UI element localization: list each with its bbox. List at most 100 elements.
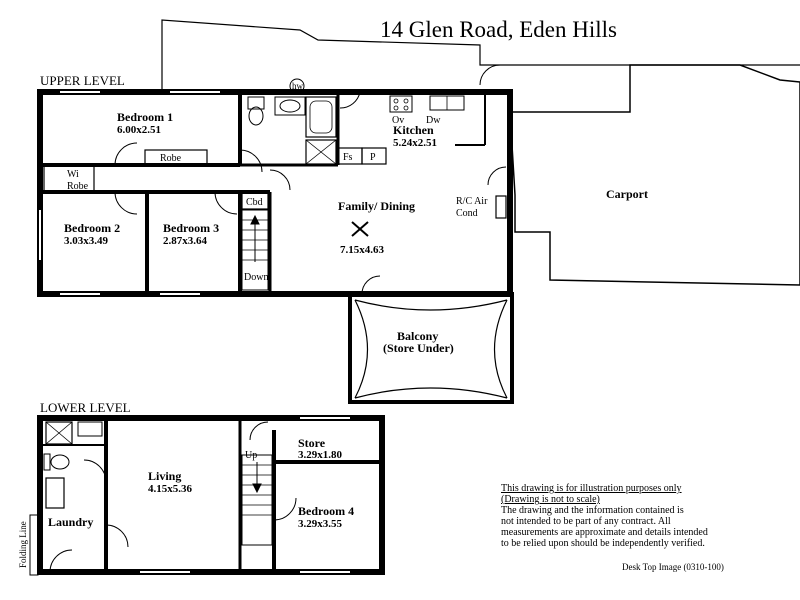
pantry-label: P	[370, 152, 376, 163]
folding-line-label: Folding Line	[18, 521, 28, 568]
door-arc-bed2	[114, 191, 138, 215]
balcony-curve-top	[354, 299, 508, 311]
aircon-label-1: R/C Air	[456, 196, 488, 207]
kitchen-size: 5.24x2.51	[393, 137, 437, 149]
folding-line-bar	[29, 514, 39, 576]
disclaimer-line-1: This drawing is for illustration purpose…	[501, 483, 682, 494]
door-arc-living	[105, 524, 129, 548]
robe-label: Robe	[160, 153, 182, 164]
toilet-bowl	[248, 106, 264, 126]
stair-arrow-head	[252, 483, 262, 494]
balcony-curve-right	[494, 299, 508, 399]
property-address: 14 Glen Road, Eden Hills	[380, 17, 617, 42]
stair-up-label: Up	[245, 450, 257, 461]
family-size: 7.15x4.63	[340, 244, 385, 256]
toilet-lower	[50, 454, 70, 470]
cbd-unit	[241, 192, 269, 210]
bedroom4-size: 3.29x3.55	[298, 518, 343, 530]
stair-arrow-head	[250, 214, 260, 225]
door-arc-bed4	[273, 497, 297, 521]
shower-lower	[45, 421, 73, 445]
fridge-label: Fs	[343, 152, 353, 163]
ceiling-fan-icon	[351, 221, 369, 237]
oven-label: Ov	[392, 115, 404, 126]
hw-tank	[289, 78, 305, 94]
entry-door-arc	[479, 64, 501, 86]
bedroom2-size: 3.03x3.49	[64, 235, 109, 247]
lower-level-label: LOWER LEVEL	[40, 400, 131, 415]
pantry	[361, 147, 387, 165]
door-arc-laundry-lower	[83, 459, 107, 483]
cbd-label: Cbd	[246, 197, 263, 208]
basin	[279, 99, 301, 113]
shower	[305, 139, 337, 165]
family-name: Family/ Dining	[338, 199, 415, 213]
toilet-lower-cistern	[43, 453, 51, 471]
bedroom4-name: Bedroom 4	[298, 504, 354, 518]
laundry-name: Laundry	[48, 515, 93, 529]
upper-level-plan	[37, 19, 800, 404]
carport-name: Carport	[606, 187, 648, 201]
boundary-line	[161, 19, 800, 90]
bath-tub-inner	[309, 100, 333, 134]
door-arc-family	[487, 166, 507, 186]
walk-in-label: Wi	[67, 169, 79, 180]
door-arc-external	[49, 549, 73, 573]
toilet	[247, 96, 265, 110]
bedroom3-size: 2.87x3.64	[163, 235, 208, 247]
balcony-name: Balcony	[397, 329, 438, 343]
door-arc-bed3	[214, 191, 238, 215]
disclaimer-line-2: (Drawing is not to scale)	[501, 494, 600, 505]
carport-outline	[509, 64, 800, 286]
dishwasher-label: Dw	[426, 115, 441, 126]
upper-outer-wall	[37, 89, 513, 297]
disclaimer-line-6: to be relied upon should be independentl…	[501, 538, 705, 549]
stair-lower	[241, 454, 273, 546]
door-arc-laundry	[339, 91, 361, 109]
store-size: 3.29x1.80	[298, 449, 343, 461]
disclaimer-line-4: not intended to be part of any contract.…	[501, 516, 671, 527]
door-arc-balcony	[361, 275, 381, 295]
bedroom3-name: Bedroom 3	[163, 221, 219, 235]
upper-level-label: UPPER LEVEL	[40, 73, 125, 88]
disclaimer-line-3: The drawing and the information containe…	[501, 505, 684, 516]
door-arc-hall	[269, 169, 291, 191]
store-name: Store	[298, 436, 326, 450]
hw-label: hw	[292, 81, 304, 91]
balcony-curve-left	[354, 299, 368, 399]
living-size: 4.15x5.36	[148, 483, 193, 495]
disclaimer-line-5: measurements are approximate and details…	[501, 527, 708, 538]
aircon-unit	[495, 195, 507, 219]
hotplate	[403, 98, 409, 104]
shower-cross	[305, 139, 337, 165]
hotplate	[393, 98, 399, 104]
oven	[389, 95, 413, 113]
balcony-curve-bottom	[354, 387, 508, 399]
washer	[45, 477, 65, 509]
walk-in-robe	[43, 164, 95, 194]
living-name: Living	[148, 469, 181, 483]
door-arc-bath	[239, 149, 263, 173]
basin-lower	[77, 421, 103, 437]
lower-level-plan	[29, 415, 385, 576]
hotplate	[393, 105, 399, 111]
stair-down-label: Down	[244, 272, 268, 283]
walk-in-robe-label: Robe	[67, 181, 89, 192]
hotplate	[403, 105, 409, 111]
kitchen-name: Kitchen	[393, 123, 434, 137]
balcony-outline	[348, 292, 514, 404]
robe-unit	[144, 149, 208, 165]
bath-tub	[305, 96, 337, 138]
balcony-note: (Store Under)	[383, 341, 454, 355]
shower-lower-cross	[45, 421, 73, 445]
disclaimer: This drawing is for illustration purpose…	[501, 483, 708, 549]
lower-outer-wall	[37, 415, 385, 575]
door-arc-store	[249, 421, 269, 441]
bedroom1-name: Bedroom 1	[117, 110, 173, 124]
bedroom1-size: 6.00x2.51	[117, 124, 161, 136]
aircon-label-2: Cond	[456, 208, 478, 219]
image-reference: Desk Top Image (0310-100)	[622, 562, 724, 572]
door-arc-bed1	[114, 142, 138, 166]
bedroom2-name: Bedroom 2	[64, 221, 120, 235]
